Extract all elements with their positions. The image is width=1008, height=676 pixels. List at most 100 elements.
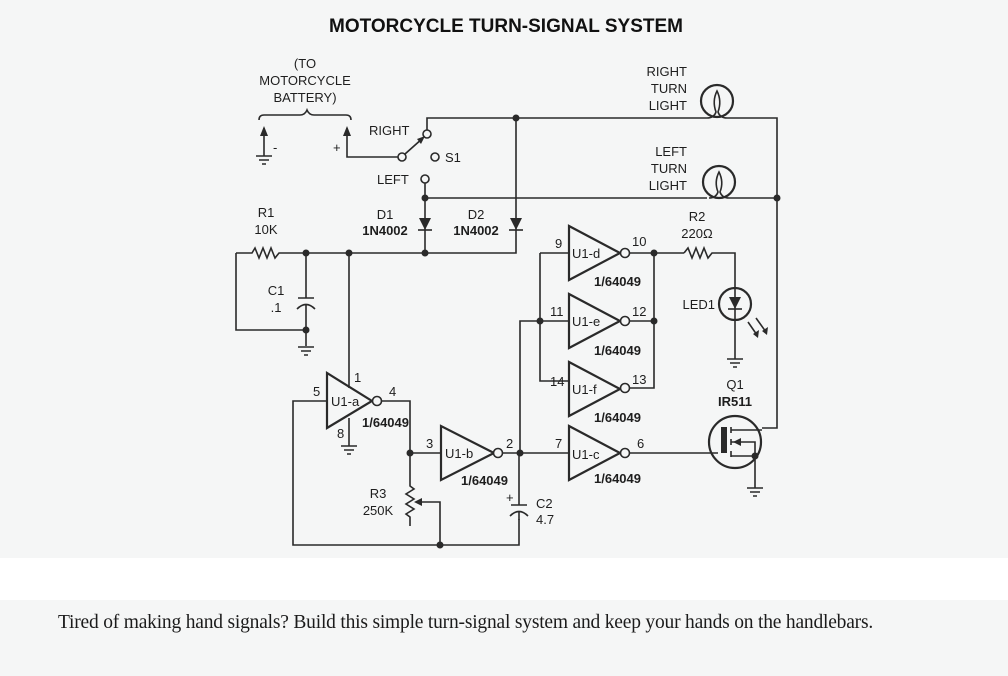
resistor-r1: R1 10K <box>236 205 425 261</box>
ground-icon <box>256 155 272 165</box>
battery-positive-sign: + <box>333 140 341 155</box>
u1e-label: U1-e <box>572 314 600 329</box>
switch-ref-label: S1 <box>445 150 461 165</box>
junction-def-in <box>536 317 544 325</box>
left-light-label-1: LEFT <box>655 144 687 159</box>
wire-def-inputs <box>539 252 569 382</box>
wire-r1-loop <box>235 253 306 331</box>
gate-u1-e: U1-e 1/64049 11 12 <box>550 292 646 358</box>
left-turn-light: LEFT TURN LIGHT <box>649 144 737 200</box>
u1b-pin-in: 3 <box>426 436 433 451</box>
ground-icon <box>747 487 763 497</box>
inverter-icon <box>567 224 623 282</box>
switch-arrow-icon <box>417 136 425 144</box>
u1b-part: 1/64049 <box>461 473 508 488</box>
u1b-label: U1-b <box>445 446 473 461</box>
c1-ref: C1 <box>268 283 285 298</box>
inverter-icon <box>567 292 623 350</box>
left-light-label-2: TURN <box>651 161 687 176</box>
u1e-pin-out: 12 <box>632 304 646 319</box>
gate-u1-d: U1-d 1/64049 9 10 <box>555 224 646 289</box>
u1d-part: 1/64049 <box>594 274 641 289</box>
battery-brace <box>258 107 352 121</box>
inverter-icon <box>439 424 497 482</box>
potentiometer-r3: R3 250K <box>363 453 441 545</box>
c1-value: .1 <box>271 300 282 315</box>
caption: Tired of making hand signals? Build this… <box>58 612 874 633</box>
u1c-label: U1-c <box>572 447 600 462</box>
schematic: MOTORCYCLE TURN-SIGNAL SYSTEM (TO MOTORC… <box>235 16 781 549</box>
junction-c1-bottom <box>302 326 310 334</box>
transistor-icon <box>707 414 763 470</box>
d1-ref: D1 <box>377 207 394 222</box>
r2-value: 220Ω <box>681 226 713 241</box>
r1-value: 10K <box>254 222 277 237</box>
r2-ref: R2 <box>689 209 706 224</box>
battery-negative-sign: - <box>273 140 277 155</box>
u1f-pin-in: 14 <box>550 374 564 389</box>
mosfet-q1: Q1 IR511 <box>707 377 763 497</box>
r3-ref: R3 <box>370 486 387 501</box>
r3-value: 250K <box>363 503 394 518</box>
wire-right-rail <box>727 117 778 429</box>
diode-d1: D1 1N4002 <box>362 198 432 253</box>
u1d-pin-in: 9 <box>555 236 562 251</box>
battery-positive-terminal: + <box>333 126 399 158</box>
u1b-pin-out: 2 <box>506 436 513 451</box>
diode-icon <box>419 218 431 230</box>
capacitor-c1: C1 .1 <box>268 253 316 346</box>
battery-label-line-3: BATTERY) <box>273 90 336 105</box>
junction-def-out-1 <box>650 249 658 257</box>
wire-bus-def <box>519 320 569 453</box>
battery-label-line-1: (TO <box>294 56 316 71</box>
wiper-arrow-icon <box>414 498 422 506</box>
caption-panel <box>0 600 1008 676</box>
r1-ref: R1 <box>258 205 275 220</box>
wire-right-bus <box>426 117 707 130</box>
u1a-pin-gnd: 8 <box>337 426 344 441</box>
battery-label-line-2: MOTORCYCLE <box>259 73 351 88</box>
u1a-part: 1/64049 <box>362 415 409 430</box>
u1e-pin-in: 11 <box>550 304 564 319</box>
ground-icon <box>341 445 357 455</box>
resistor-r2: R2 220Ω <box>681 209 736 288</box>
battery-label: (TO MOTORCYCLE BATTERY) <box>258 56 352 121</box>
q1-ref: Q1 <box>726 377 743 392</box>
right-turn-light: RIGHT TURN LIGHT <box>647 64 735 119</box>
diagram-title: MOTORCYCLE TURN-SIGNAL SYSTEM <box>329 16 683 37</box>
switch-common-terminal <box>397 152 407 162</box>
led-1: LED1 <box>682 286 768 368</box>
u1a-pin-in: 5 <box>313 384 320 399</box>
arrow-up-icon <box>343 126 351 136</box>
diode-icon <box>510 218 522 230</box>
u1a-label: U1-a <box>331 394 360 409</box>
arrow-up-icon <box>260 126 268 136</box>
capacitor-c2: + C2 4.7 <box>506 453 554 527</box>
diagram-panel <box>0 0 1008 558</box>
led1-ref: LED1 <box>682 297 715 312</box>
diode-d2: D2 1N4002 <box>425 118 523 254</box>
ground-icon <box>298 346 314 356</box>
battery-negative-terminal: - <box>256 126 277 165</box>
c2-polarity: + <box>506 490 514 505</box>
u1a-pin-vdd: 1 <box>354 370 361 385</box>
d2-value: 1N4002 <box>453 223 499 238</box>
lamp-icon <box>701 164 737 200</box>
switch-off-terminal <box>430 152 440 162</box>
junction-def-out-2 <box>650 317 658 325</box>
switch-left-label: LEFT <box>377 172 409 187</box>
inverter-icon <box>567 424 623 482</box>
gate-u1-f: U1-f 1/64049 14 13 <box>550 360 646 425</box>
inverter-icon <box>567 360 623 418</box>
right-light-label-1: RIGHT <box>647 64 688 79</box>
u1f-label: U1-f <box>572 382 597 397</box>
u1d-pin-out: 10 <box>632 234 646 249</box>
gate-u1-c: U1-c 1/64049 7 6 <box>555 424 644 486</box>
q1-value: IR511 <box>718 394 752 409</box>
switch-right-label: RIGHT <box>369 123 410 138</box>
right-light-label-3: LIGHT <box>649 98 687 113</box>
d2-ref: D2 <box>468 207 485 222</box>
junction-rail <box>773 194 781 202</box>
u1d-label: U1-d <box>572 246 600 261</box>
left-light-label-3: LIGHT <box>649 178 687 193</box>
